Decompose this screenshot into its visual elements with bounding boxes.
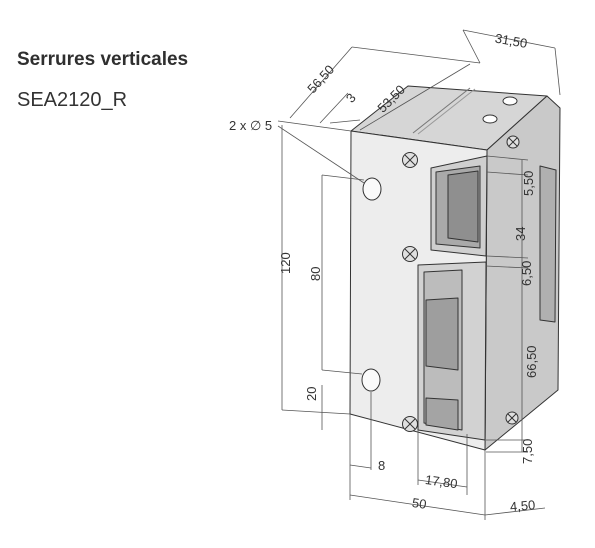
dim-5-50: 5,50 (521, 171, 536, 196)
dim-17-80: 17,80 (424, 472, 458, 491)
dim-3: 3 (343, 90, 359, 105)
top-hole-2 (482, 114, 498, 124)
screw-bottom (402, 416, 418, 432)
dim-8: 8 (378, 458, 385, 473)
dim-4-50: 4,50 (509, 497, 536, 514)
dim-120: 120 (278, 252, 293, 274)
dim-6-50: 6,50 (519, 261, 534, 286)
lock-body (349, 85, 561, 451)
model-number: SEA2120_R (17, 89, 128, 111)
dim-66-50: 66,50 (524, 345, 539, 378)
screw-middle (402, 246, 418, 262)
top-hole-1 (502, 96, 518, 106)
screw-side-top (506, 135, 520, 149)
dim-20: 20 (304, 387, 319, 401)
dim-34: 34 (513, 227, 528, 241)
dim-7-50: 7,50 (520, 439, 535, 464)
dim-80: 80 (308, 267, 323, 281)
dimension-lines (277, 29, 561, 520)
dim-31-50: 31,50 (494, 31, 529, 51)
dim-56-50: 56,50 (304, 62, 337, 96)
screw-top (402, 152, 418, 168)
dim-50: 50 (411, 495, 427, 512)
page-title: Serrures verticales (17, 49, 189, 70)
fixing-hole-top (362, 177, 382, 201)
dim-holes: 2 x ∅ 5 (229, 118, 272, 133)
fixing-hole-bottom (361, 368, 381, 392)
screw-side-bottom (505, 411, 519, 425)
